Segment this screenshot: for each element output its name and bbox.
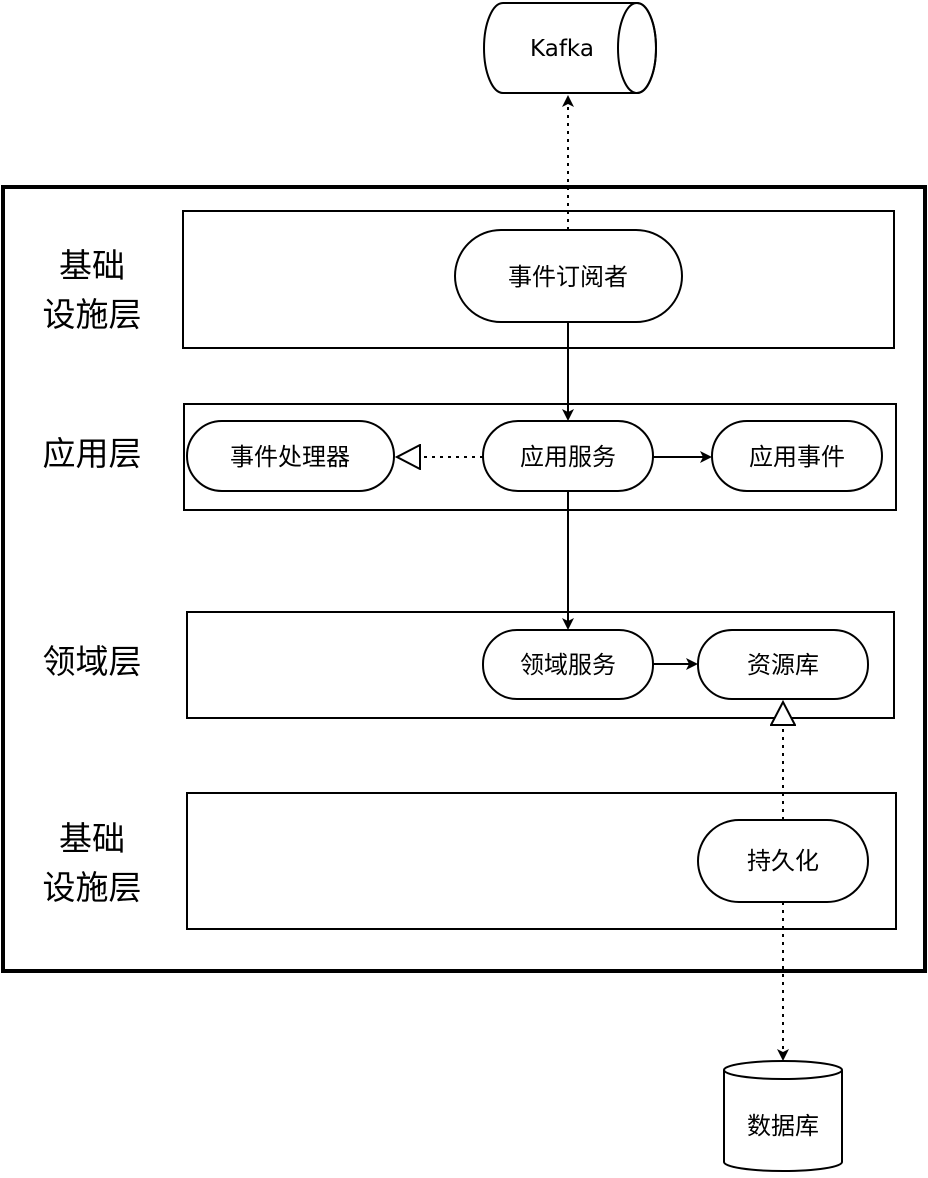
node-event-handler: 事件处理器: [186, 420, 395, 492]
node-application-event-label: 应用事件: [749, 443, 845, 471]
database-node: 数据库: [723, 1060, 843, 1172]
kafka-label: Kafka: [530, 36, 594, 62]
layer-label-infrastructure-top-line2: 设施层: [43, 295, 142, 334]
node-application-event: 应用事件: [711, 420, 883, 492]
node-application-service: 应用服务: [482, 420, 654, 492]
node-application-service-label: 应用服务: [520, 443, 616, 471]
database-label: 数据库: [747, 1112, 819, 1140]
node-event-handler-label: 事件处理器: [230, 443, 350, 471]
layer-infrastructure-top: [182, 210, 895, 349]
node-event-subscriber-label: 事件订阅者: [508, 263, 628, 291]
layer-label-infrastructure-bottom-line1: 基础: [59, 819, 125, 858]
layer-label-application: 应用层: [43, 434, 142, 473]
system-boundary: [1, 185, 927, 973]
node-domain-service: 领域服务: [482, 629, 654, 700]
node-event-subscriber: 事件订阅者: [454, 229, 683, 323]
node-persistence-label: 持久化: [747, 847, 819, 875]
layer-label-infrastructure-bottom-line2: 设施层: [43, 868, 142, 907]
node-domain-service-label: 领域服务: [520, 651, 616, 679]
node-persistence: 持久化: [697, 819, 869, 903]
layer-application: [183, 403, 897, 511]
kafka-node: Kafka: [483, 2, 657, 94]
node-repository-label: 资源库: [747, 651, 819, 679]
layer-label-domain: 领域层: [43, 642, 142, 681]
layer-infrastructure-bottom: [186, 792, 897, 930]
node-repository: 资源库: [697, 629, 869, 700]
layer-label-infrastructure-top-line1: 基础: [59, 246, 125, 285]
layer-domain: [186, 611, 895, 719]
